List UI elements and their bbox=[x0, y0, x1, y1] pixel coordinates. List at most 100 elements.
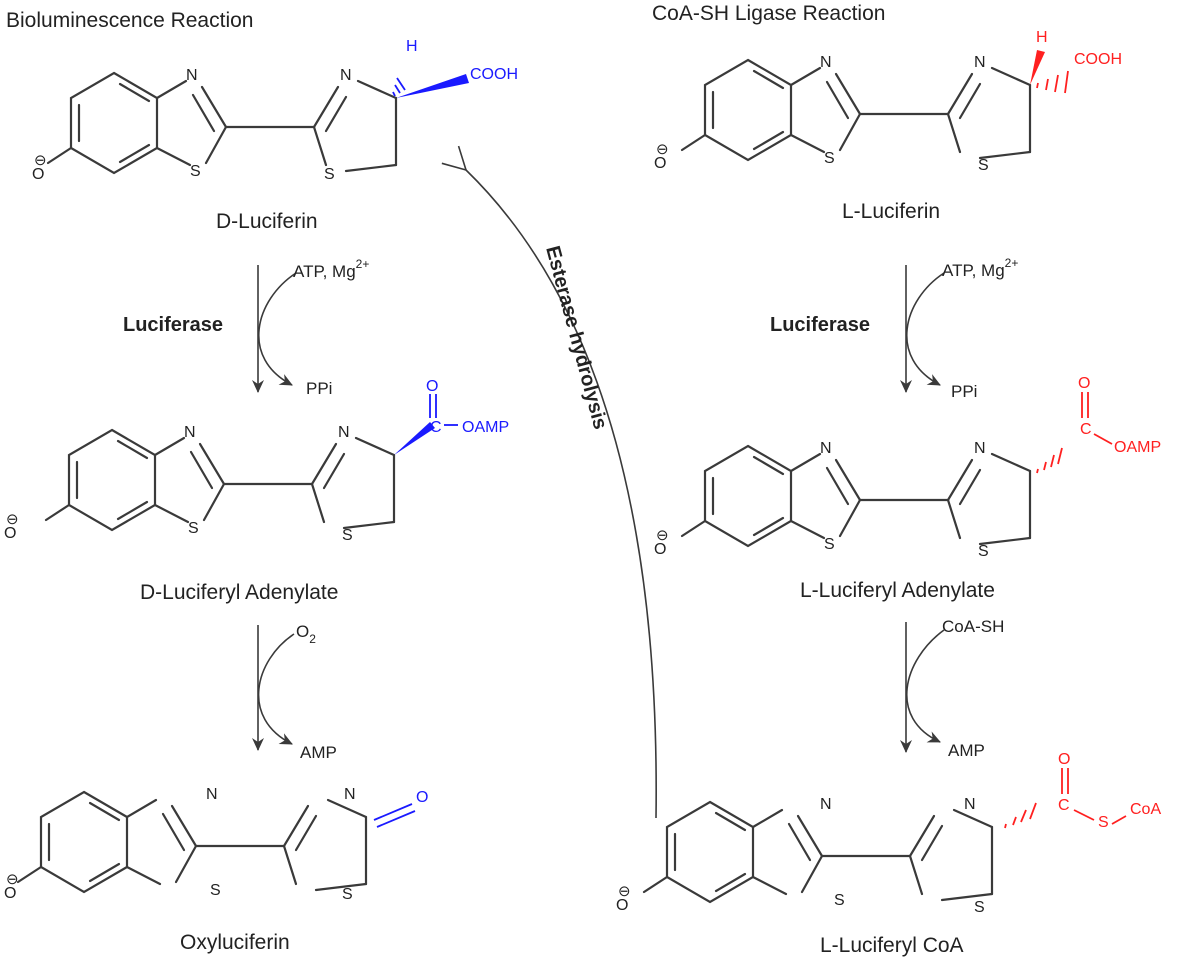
atom-n: N bbox=[820, 440, 832, 457]
arrow-esterase: Esterase hydrolysis bbox=[441, 145, 657, 819]
atom-n: N bbox=[206, 786, 218, 803]
svg-text:ATP, Mg2+: ATP, Mg2+ bbox=[942, 256, 1018, 280]
group-cooh: COOH bbox=[470, 66, 518, 83]
carbonyl-bond bbox=[373, 803, 416, 828]
molecule-d-luciferyl-adenylate: N S N S O ⊖ C O OAMP bbox=[4, 378, 509, 544]
label-d-luciferin: D-Luciferin bbox=[216, 210, 318, 233]
atom-n: N bbox=[186, 67, 198, 84]
enzyme-luciferase-1: Luciferase bbox=[123, 314, 223, 336]
arrow-step-1: ATP, Mg2+ Luciferase PPi bbox=[123, 257, 369, 398]
atom-h: H bbox=[1036, 29, 1048, 46]
arrow-step-3: ATP, Mg2+ Luciferase PPi bbox=[770, 256, 1018, 401]
charge-minus: ⊖ bbox=[34, 152, 47, 169]
label-oxyluciferin: Oxyluciferin bbox=[180, 931, 290, 954]
atom-c: C bbox=[1080, 421, 1092, 438]
atom-s: S bbox=[824, 150, 835, 167]
atom-o-ketone: O bbox=[416, 789, 428, 806]
atom-n: N bbox=[820, 54, 832, 71]
reagent-ppi-1: PPi bbox=[306, 379, 332, 398]
carbonyl-bond bbox=[1081, 392, 1089, 418]
arrow-step-2: O2 AMP bbox=[252, 622, 337, 762]
hashed-bond bbox=[392, 77, 406, 97]
reagent-o2: O bbox=[296, 622, 309, 641]
label-l-luciferyl-adenylate: L-Luciferyl Adenylate bbox=[800, 579, 995, 602]
carbonyl-bond bbox=[1061, 768, 1069, 794]
atom-s: S bbox=[978, 543, 989, 560]
charge-minus: ⊖ bbox=[6, 871, 19, 888]
molecule-d-luciferin: N S N S O ⊖ H COOH bbox=[32, 38, 518, 183]
atom-c: C bbox=[430, 419, 442, 436]
atom-n: N bbox=[974, 440, 986, 457]
label-l-luciferyl-coa: L-Luciferyl CoA bbox=[820, 934, 964, 957]
atom-s: S bbox=[210, 882, 221, 899]
atom-o-carbonyl: O bbox=[426, 378, 438, 395]
atom-n: N bbox=[344, 786, 356, 803]
hashed-bond bbox=[1004, 802, 1037, 829]
atom-o: O bbox=[654, 155, 666, 172]
wedge-bond bbox=[394, 422, 435, 455]
molecule-oxyluciferin: N S N S O ⊖ O bbox=[4, 786, 428, 903]
atom-o-carbonyl: O bbox=[1058, 751, 1070, 768]
atom-s-thioester: S bbox=[1098, 814, 1109, 831]
group-oamp: OAMP bbox=[462, 419, 509, 436]
svg-text:ATP, Mg2+: ATP, Mg2+ bbox=[293, 257, 369, 281]
atom-s: S bbox=[190, 163, 201, 180]
atom-o: O bbox=[654, 541, 666, 558]
reagent-atp: ATP, Mg bbox=[942, 261, 1005, 280]
molecule-l-luciferin: N S N S O ⊖ H COOH bbox=[654, 29, 1122, 174]
atom-s: S bbox=[978, 157, 989, 174]
charge-minus: ⊖ bbox=[656, 141, 669, 158]
reagent-atp: ATP, Mg bbox=[293, 262, 356, 281]
atom-s: S bbox=[834, 892, 845, 909]
label-l-luciferin: L-Luciferin bbox=[842, 200, 940, 223]
enzyme-luciferase-2: Luciferase bbox=[770, 314, 870, 336]
atom-o: O bbox=[616, 897, 628, 914]
atom-h: H bbox=[406, 38, 418, 55]
header-bioluminescence: Bioluminescence Reaction bbox=[6, 9, 253, 32]
reagent-o2-sub: 2 bbox=[309, 632, 316, 646]
charge-minus: ⊖ bbox=[6, 511, 19, 528]
atom-o: O bbox=[32, 166, 44, 183]
molecule-l-luciferyl-coa: N S N S O ⊖ C O S CoA bbox=[616, 751, 1161, 916]
atom-n: N bbox=[340, 67, 352, 84]
molecule-l-luciferyl-adenylate: N S N S O ⊖ C O OAMP bbox=[654, 375, 1161, 560]
atom-n: N bbox=[338, 424, 350, 441]
atom-s: S bbox=[342, 527, 353, 544]
label-d-luciferyl-adenylate: D-Luciferyl Adenylate bbox=[140, 581, 338, 604]
atom-n: N bbox=[184, 424, 196, 441]
reagent-coa-sh: CoA-SH bbox=[942, 617, 1004, 636]
hashed-bond bbox=[1036, 447, 1063, 474]
atom-s: S bbox=[974, 899, 985, 916]
atom-c: C bbox=[1058, 797, 1070, 814]
atom-s: S bbox=[824, 536, 835, 553]
carbonyl-bond bbox=[429, 394, 437, 418]
atom-s: S bbox=[188, 520, 199, 537]
svg-text:O2: O2 bbox=[296, 622, 316, 646]
group-coa: CoA bbox=[1130, 801, 1161, 818]
atom-n: N bbox=[974, 54, 986, 71]
atom-s: S bbox=[324, 166, 335, 183]
reagent-amp-2: AMP bbox=[948, 741, 985, 760]
charge-minus: ⊖ bbox=[656, 527, 669, 544]
charge-minus: ⊖ bbox=[618, 883, 631, 900]
atom-s: S bbox=[342, 886, 353, 903]
hashed-bond bbox=[1036, 70, 1069, 94]
wedge-bond bbox=[1030, 50, 1045, 85]
group-oamp: OAMP bbox=[1114, 439, 1161, 456]
wedge-bond bbox=[396, 74, 469, 98]
header-coash-ligase: CoA-SH Ligase Reaction bbox=[652, 2, 885, 25]
atom-o-carbonyl: O bbox=[1078, 375, 1090, 392]
enzyme-esterase-hydrolysis: Esterase hydrolysis bbox=[541, 244, 611, 432]
arrow-step-4: CoA-SH AMP bbox=[900, 617, 1004, 760]
reagent-mg-charge: 2+ bbox=[1005, 256, 1019, 270]
group-cooh: COOH bbox=[1074, 51, 1122, 68]
atom-o: O bbox=[4, 525, 16, 542]
atom-o: O bbox=[4, 885, 16, 902]
atom-n: N bbox=[820, 796, 832, 813]
reagent-amp-1: AMP bbox=[300, 743, 337, 762]
reagent-mg-charge: 2+ bbox=[356, 257, 370, 271]
reagent-ppi-2: PPi bbox=[951, 382, 977, 401]
atom-n: N bbox=[964, 796, 976, 813]
